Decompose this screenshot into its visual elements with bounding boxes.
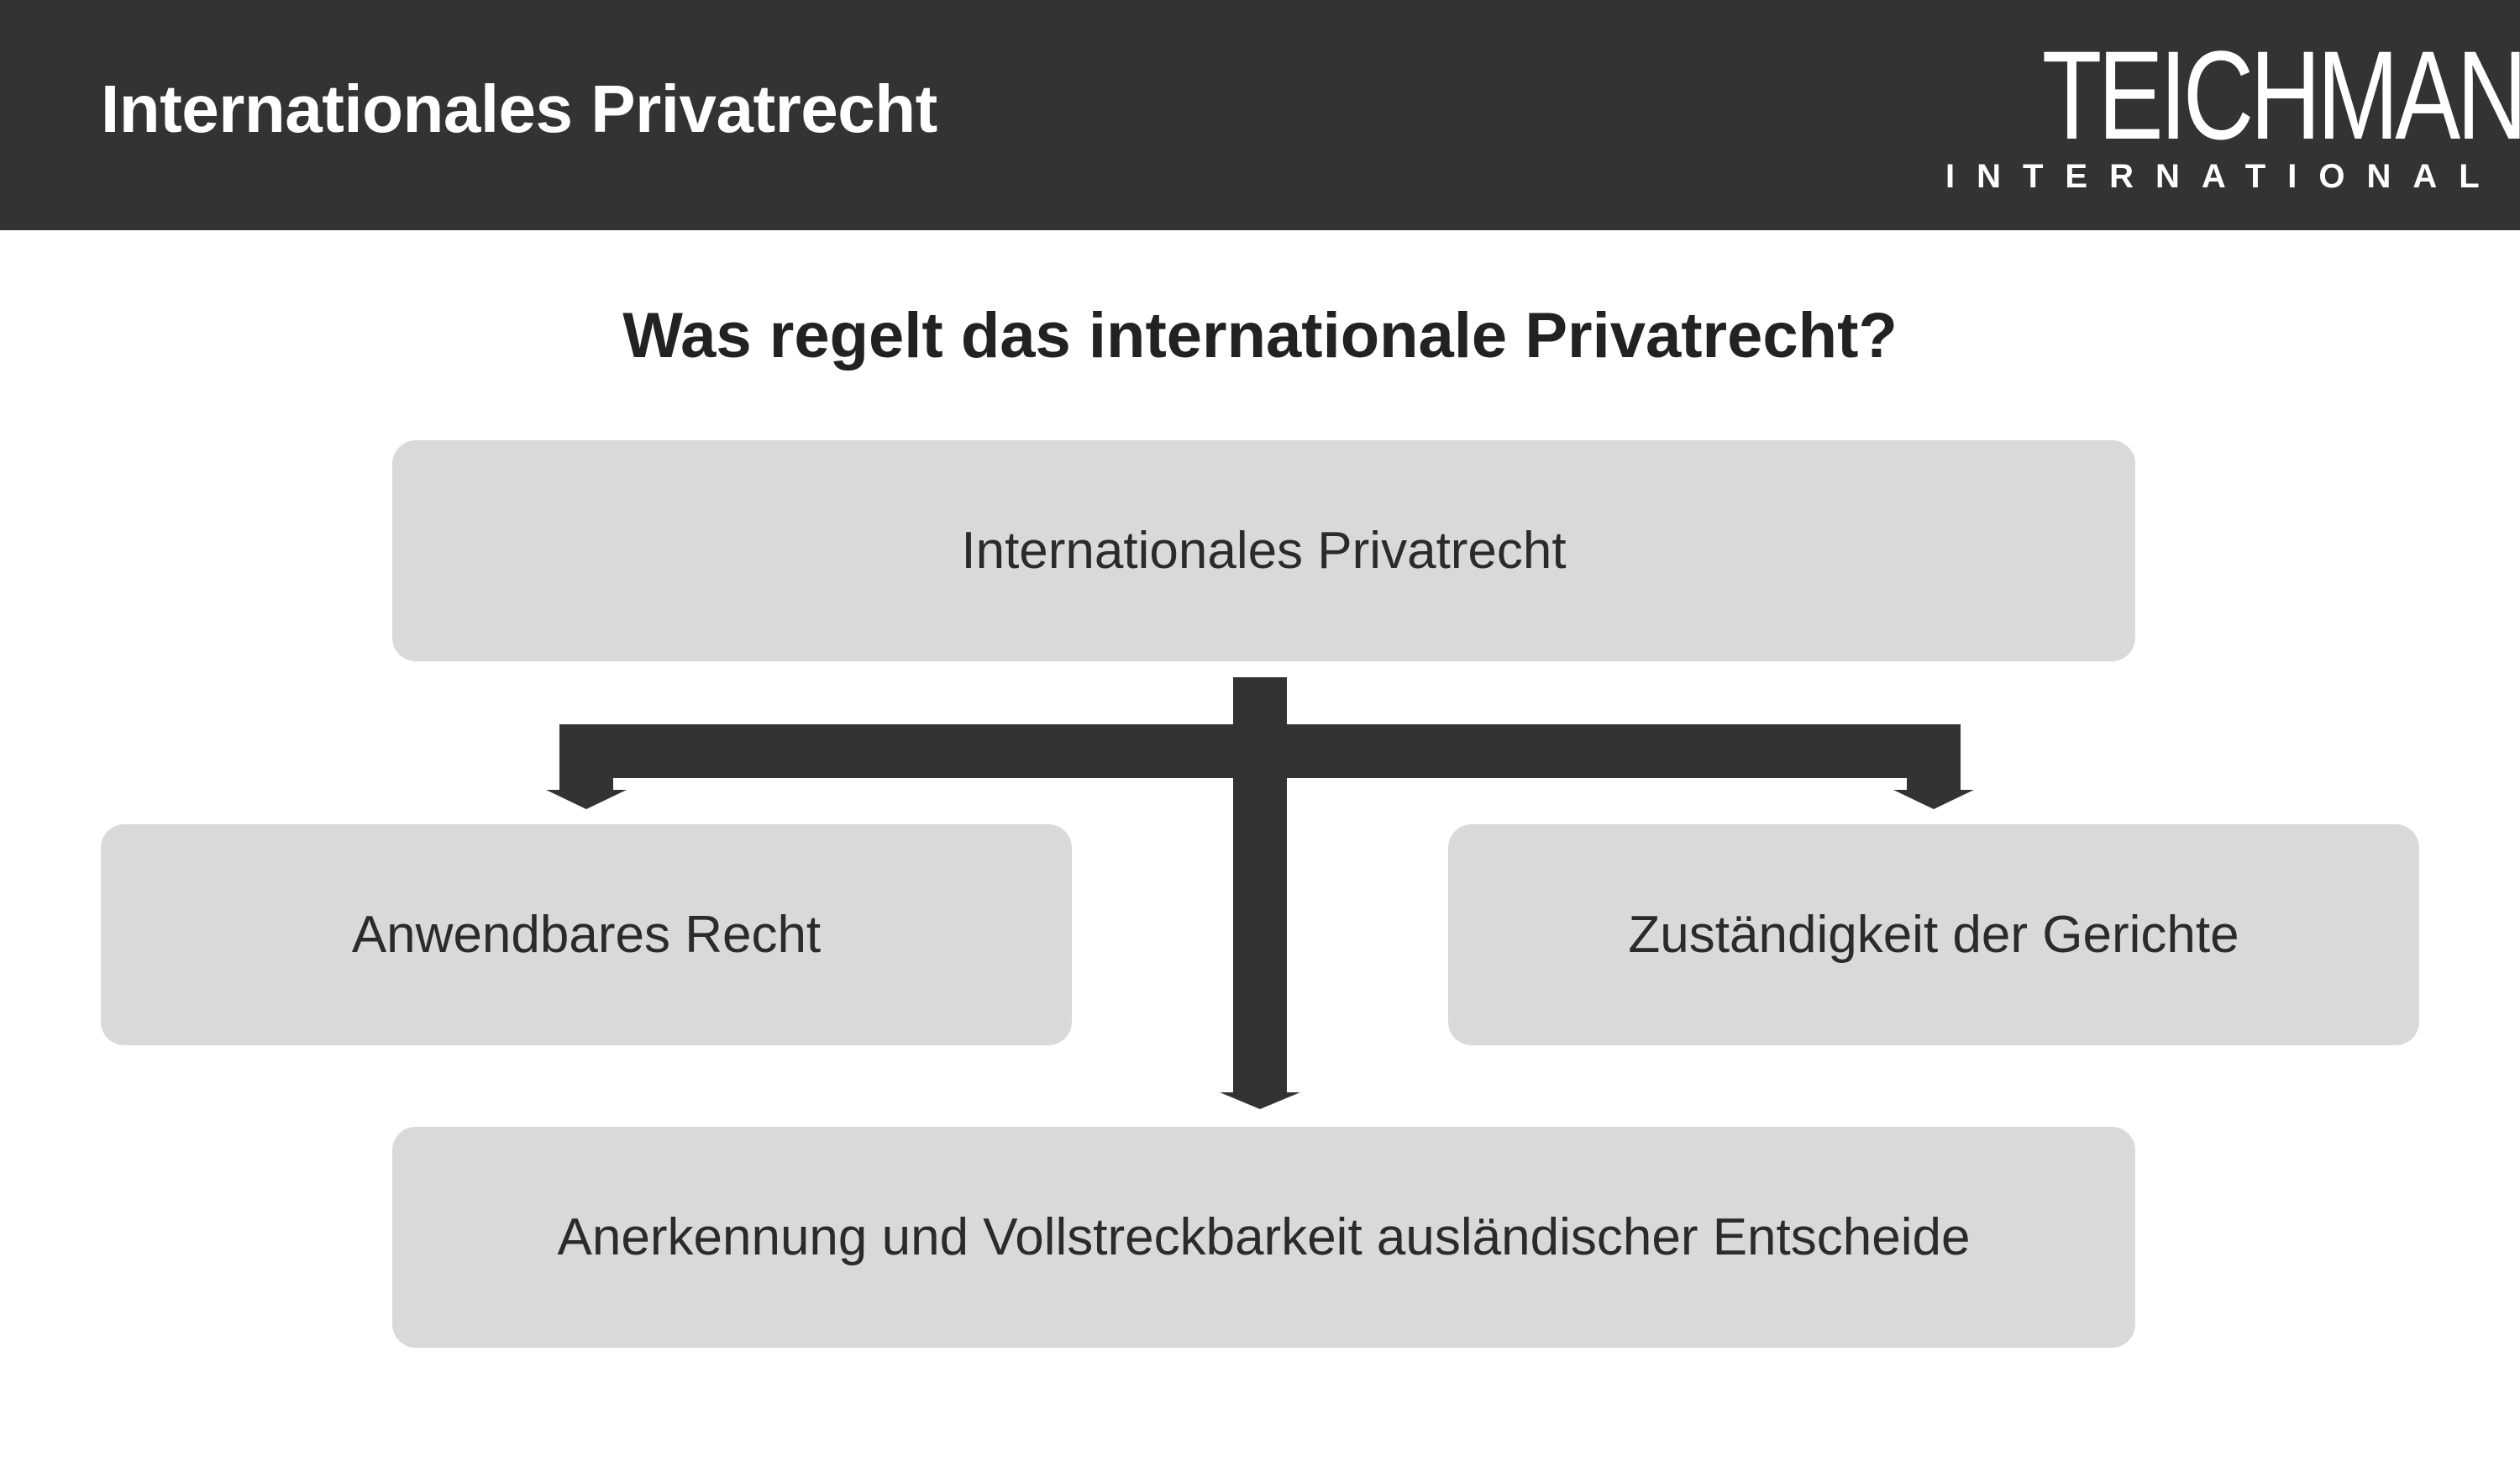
arrowhead-right [1893, 790, 1974, 809]
logo-subtitle: INTERNATIONAL [1945, 158, 2502, 195]
node-root: Internationales Privatrecht [392, 440, 2135, 661]
diagram-question: Was regelt das internationale Privatrech… [622, 300, 1898, 371]
header-bar: Internationales Privatrecht TEICHMANN IN… [0, 0, 2520, 230]
node-left: Anwendbares Recht [101, 824, 1072, 1045]
branch-connector [559, 724, 1961, 778]
right-drop-connector [1907, 724, 1961, 790]
logo-name: TEICHMANN [2041, 24, 2520, 166]
left-drop-connector [559, 724, 613, 790]
node-left-label: Anwendbares Recht [351, 906, 822, 964]
arrowhead-left [546, 790, 627, 809]
teichmann-logo: TEICHMANN INTERNATIONAL [1924, 24, 2520, 195]
page-title: Internationales Privatrecht [101, 71, 937, 146]
node-bottom-label: Anerkennung und Vollstreckbarkeit auslän… [557, 1208, 1971, 1266]
node-root-label: Internationales Privatrecht [961, 522, 1567, 580]
node-right-label: Zuständigkeit der Gerichte [1628, 906, 2239, 964]
node-right: Zuständigkeit der Gerichte [1448, 824, 2419, 1045]
arrowhead-bottom [1220, 1092, 1300, 1109]
node-bottom: Anerkennung und Vollstreckbarkeit auslän… [392, 1127, 2135, 1348]
